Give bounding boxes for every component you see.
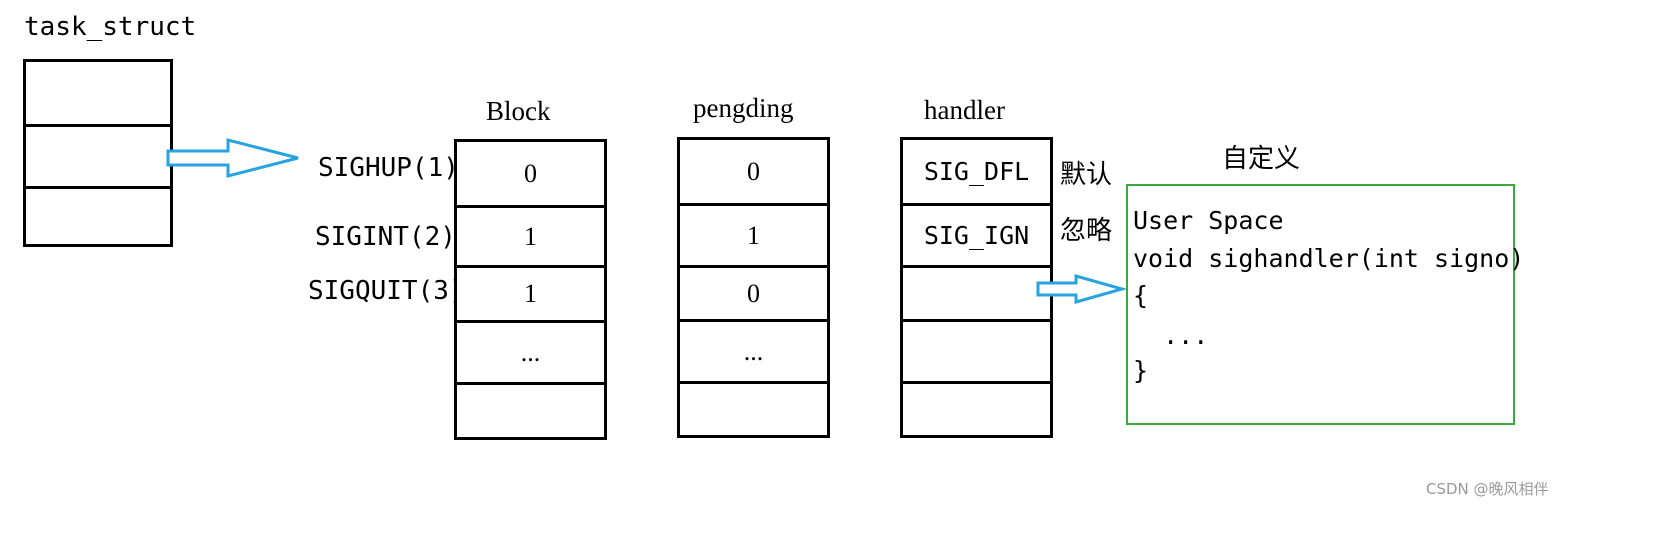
code-line: } [1133,356,1149,385]
signal-label-sigquit: SIGQUIT(3) [308,276,465,306]
pointer-arrow-icon [1036,274,1128,304]
code-line: User Space [1133,206,1284,235]
block-cell [457,382,604,440]
custom-handler-box: User Space void sighandler(int signo) { … [1126,184,1524,425]
pending-cell: 0 [680,265,827,319]
pending-cell: ... [680,319,827,381]
default-note: 默认 [1060,160,1113,190]
handler-header: handler [924,95,1005,125]
block-cell: ... [457,320,604,382]
task-struct-row [26,124,170,186]
handler-cell: SIG_IGN [903,203,1050,265]
signal-label-sigint: SIGINT(2) [315,222,456,252]
ignore-note: 忽略 [1060,216,1113,246]
task-struct-box [23,59,173,247]
custom-title: 自定义 [1222,144,1301,174]
block-cell: 1 [457,205,604,265]
task-struct-row [26,186,170,247]
handler-cell [903,265,1050,319]
block-cell: 0 [524,158,537,188]
code-line: void sighandler(int signo) [1133,244,1525,273]
code-line: ... [1133,321,1209,350]
signal-label-sighup: SIGHUP(1) [318,153,459,183]
task-struct-row [26,62,170,124]
handler-column: SIG_DFL SIG_IGN [900,137,1053,438]
pending-cell: 1 [680,203,827,265]
block-header: Block [486,96,551,126]
pending-cell: 0 [747,156,760,186]
code-line: { [1133,281,1149,310]
block-cell: 1 [457,265,604,320]
task-struct-title: task_struct [24,12,197,42]
pending-column: 0 1 0 ... [677,137,830,438]
watermark: CSDN @晚风相伴 [1426,480,1549,498]
handler-cell [903,381,1050,438]
pending-header: pengding [693,93,794,123]
pointer-arrow-icon [166,138,299,178]
pending-cell [680,381,827,438]
handler-cell [903,319,1050,381]
block-column: 0 1 1 ... [454,139,607,440]
handler-cell: SIG_DFL [923,157,1030,186]
